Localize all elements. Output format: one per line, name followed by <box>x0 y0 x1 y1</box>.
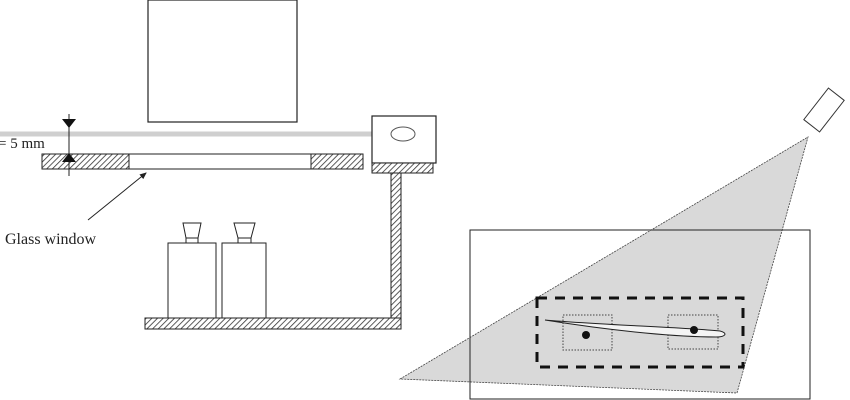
field-of-view-dashed <box>535 296 745 369</box>
glass-window-label: Glass window <box>5 231 97 248</box>
bottle-1 <box>167 242 217 319</box>
bottle-1-neck <box>185 237 199 244</box>
gap-label: = 5 mm <box>0 136 45 152</box>
hatched-shelf <box>144 317 402 330</box>
roi-box-1 <box>562 314 613 351</box>
light-sheet <box>398 136 809 394</box>
glass-window-pointer <box>87 172 147 221</box>
camera-icon <box>803 87 845 133</box>
bubble-1 <box>582 331 590 339</box>
bottle-2 <box>221 242 267 319</box>
down-arrow-icon <box>62 119 76 128</box>
bottle-1-cap <box>182 222 202 239</box>
hatched-post <box>390 172 402 330</box>
up-arrow-icon <box>62 153 76 162</box>
bottle-2-cap <box>233 222 256 239</box>
hatched-mount <box>371 162 434 174</box>
laser-aperture <box>390 126 416 142</box>
top-box <box>147 0 298 123</box>
bubble-2 <box>690 326 698 334</box>
bottle-2-neck <box>237 237 252 244</box>
airfoil <box>544 319 726 338</box>
glass-window <box>128 153 312 170</box>
